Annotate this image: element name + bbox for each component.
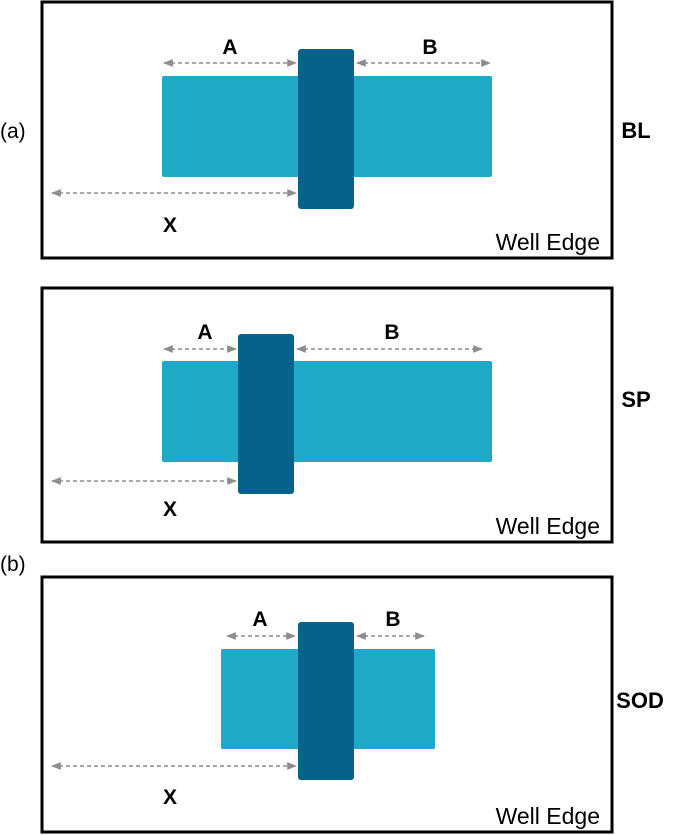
row-label-sod: SOD (616, 688, 664, 713)
row-bl: A B X Well Edge (40, 0, 614, 260)
well-frame (40, 286, 614, 544)
dark-bar (298, 622, 354, 780)
dim-label-x: X (163, 214, 177, 237)
dim-label-x: X (163, 498, 177, 521)
row-label-bl: BL (621, 118, 650, 143)
dim-label-b: B (384, 321, 399, 344)
panel-label-b: (b) (0, 553, 26, 576)
dim-label-x: X (163, 786, 177, 809)
dark-bar (298, 49, 354, 209)
well-edge-label: Well Edge (496, 513, 600, 539)
well-frame (40, 575, 614, 834)
well-frame (40, 0, 614, 260)
dim-label-a: A (197, 321, 212, 344)
dim-label-a: A (252, 608, 267, 631)
dim-label-a: A (222, 36, 237, 59)
dim-label-b: B (385, 608, 400, 631)
light-bar (162, 361, 492, 462)
well-edge-label: Well Edge (496, 803, 600, 829)
dark-bar (238, 334, 294, 494)
row-label-sp: SP (621, 387, 650, 412)
row-sod: A B X Well Edge (40, 575, 614, 834)
well-edge-label: Well Edge (496, 229, 600, 255)
panel-label-a: (a) (0, 120, 26, 143)
row-sp: A B X Well Edge (40, 286, 614, 544)
dim-label-b: B (422, 36, 437, 59)
